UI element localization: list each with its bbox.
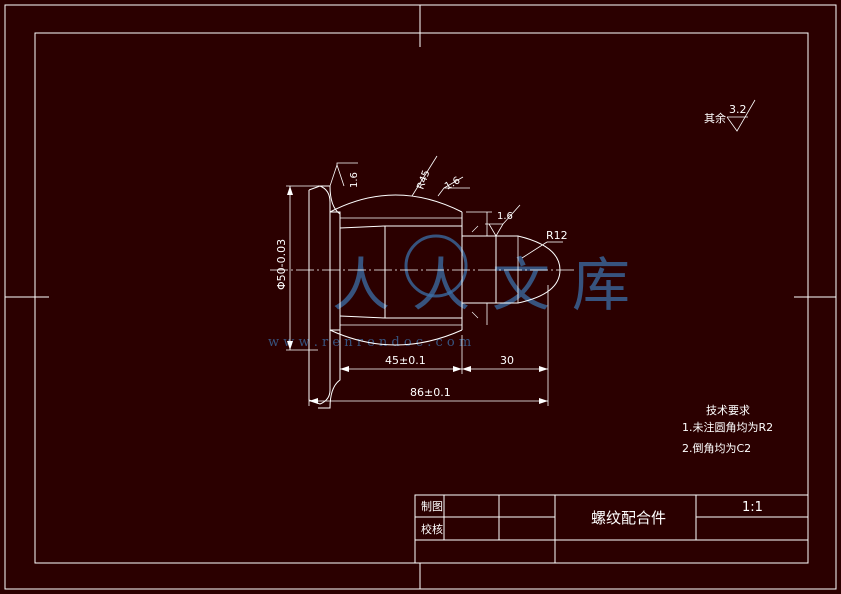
tech-requirement-2: 2.倒角均为C2 xyxy=(682,442,751,455)
dim-45-label: 45±0.1 xyxy=(385,354,426,367)
dim-diameter: Φ50-0.03 xyxy=(275,185,318,351)
radius-top: R45 xyxy=(411,155,438,197)
roughness-left-symbol: 1.6 xyxy=(329,162,360,188)
roughness-other-value: 3.2 xyxy=(729,103,747,116)
roughness-right-label: 1.6 xyxy=(497,211,513,222)
roughness-right-symbol: 1.6 xyxy=(485,204,521,237)
title-block-scale: 1:1 xyxy=(742,500,763,515)
dim-diameter-label: Φ50-0.03 xyxy=(275,239,288,290)
title-block-part-name: 螺纹配合件 xyxy=(591,509,666,527)
part-outline xyxy=(308,185,561,409)
dim-30-label: 30 xyxy=(500,354,514,367)
tech-requirements-title: 技术要求 xyxy=(706,404,750,417)
watermark-text: 人人文库 xyxy=(332,251,652,319)
roughness-other-text: 其余 xyxy=(704,111,726,125)
radius-right-label: R12 xyxy=(546,229,568,242)
radius-top-label: R45 xyxy=(415,169,432,191)
tech-requirement-1: 1.未注圆角均为R2 xyxy=(682,420,773,434)
title-block-checked: 校核 xyxy=(421,522,443,536)
roughness-top-label: 1.6 xyxy=(443,175,462,192)
centering-marks xyxy=(5,5,836,589)
title-block-drawn: 制图 xyxy=(421,500,443,513)
radius-right: R12 xyxy=(521,229,568,259)
title-block: 制图 校核 螺纹配合件 1:1 xyxy=(414,494,809,564)
roughness-top-symbol: 1.6 xyxy=(437,175,470,197)
watermark: 人人文库 w w w . r e n r e n d o c . c o m xyxy=(268,234,652,350)
roughness-other-symbol: 其余 3.2 xyxy=(704,99,756,132)
dim-lengths: 45±0.1 30 86±0.1 xyxy=(308,285,549,406)
roughness-left-label: 1.6 xyxy=(349,172,360,188)
dim-86-label: 86±0.1 xyxy=(410,386,451,399)
watermark-logo-icon xyxy=(404,234,468,298)
tech-requirements: 技术要求 1.未注圆角均为R2 2.倒角均为C2 xyxy=(682,404,773,455)
